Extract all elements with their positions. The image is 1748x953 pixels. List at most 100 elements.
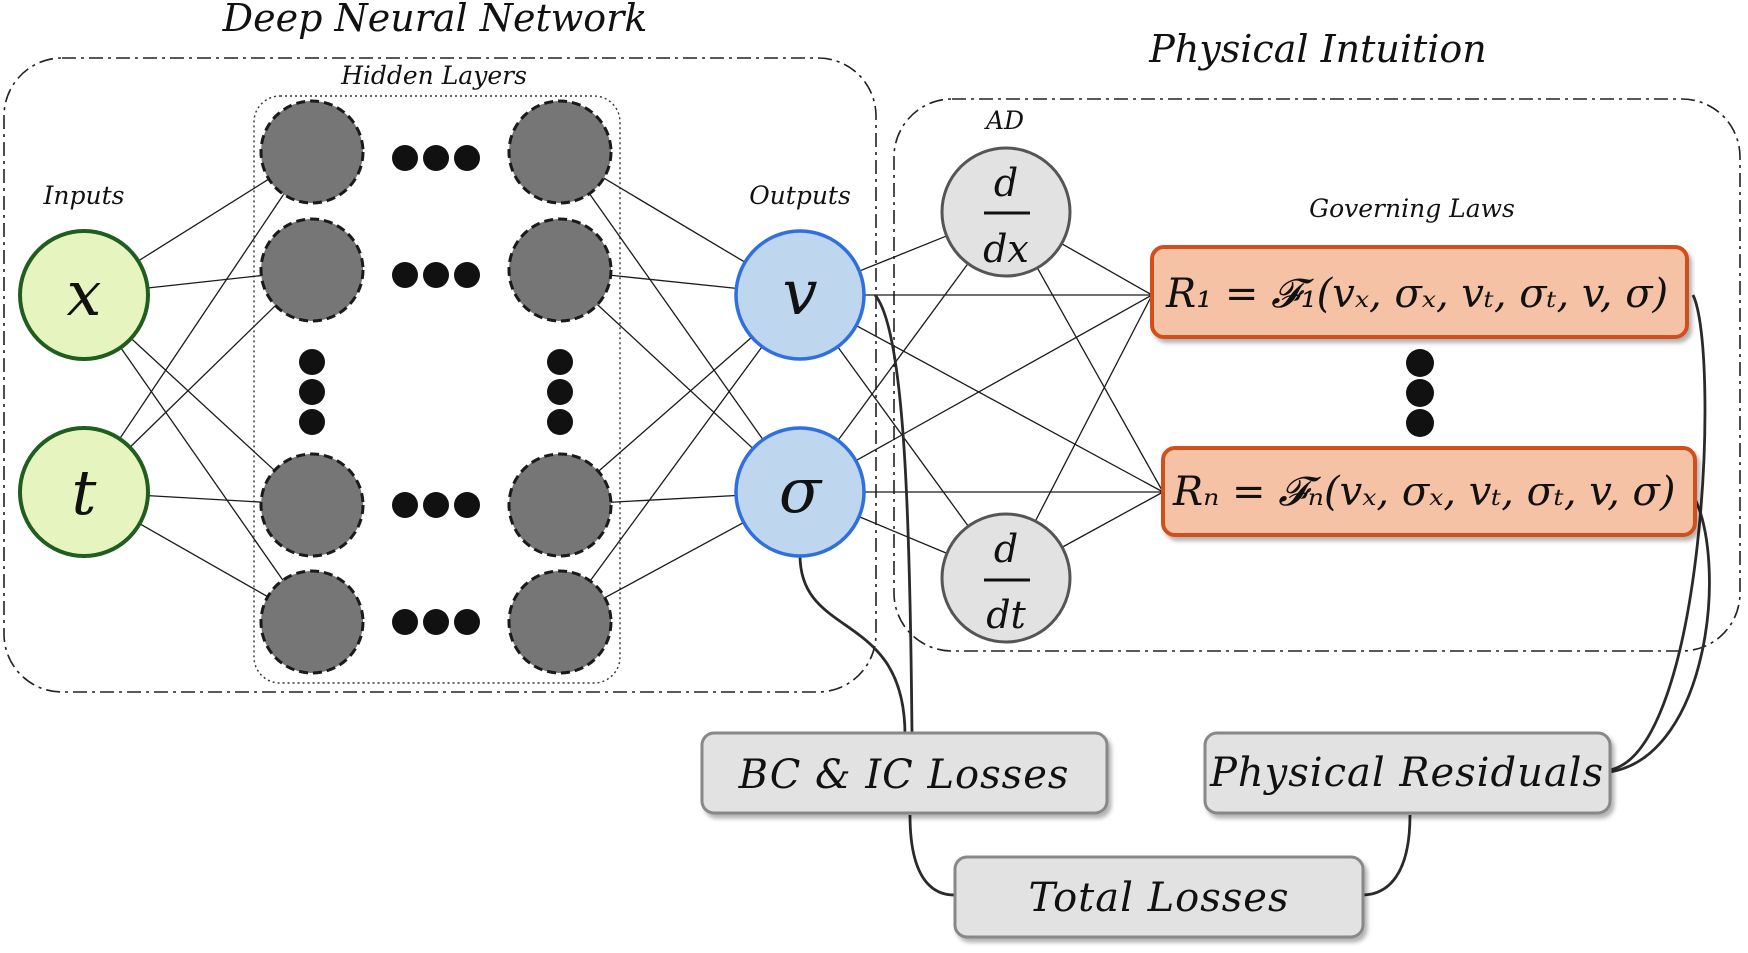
sigma-to-bcic-curve [798,554,907,736]
output-symbol-v: v [782,256,817,329]
hidden-node-l1-1 [259,99,365,205]
hidden-layers-frame [253,95,621,684]
law-box-rn-rect [1161,446,1697,537]
hidden-node-l2-1 [507,99,613,205]
ad-dx-denominator: dx [983,227,1029,271]
input-node-t-circle [18,426,150,558]
connection-input-1-hidden-0 [119,193,285,440]
connection-hidden-0-output-1 [588,193,764,441]
ad-node-dt-circle [940,512,1072,644]
law-rn-text: Rₙ = 𝓕ₙ(vₓ, σₓ, vₜ, σₜ, v, σ) [1172,469,1675,515]
input-symbol-t: t [72,456,97,529]
total-losses-box: Total Losses [953,855,1365,939]
connection-input-0-hidden-0 [137,178,270,262]
ad-label: AD [984,106,1024,135]
connection-hidden-2-output-1 [610,494,737,503]
hidden-nodes [259,99,613,675]
output-node-v-circle [734,229,866,361]
connection-input-0-hidden-1 [147,274,262,289]
dnn-frame [3,57,877,693]
physical-residuals-box: Physical Residuals [1203,731,1612,815]
output-nodes: v σ [734,229,866,558]
input-node-x-circle [18,229,150,361]
horizontal-dots-row-3 [392,492,480,518]
law-box-r1-rect [1150,245,1689,339]
horizontal-dots-row-1 [392,145,480,171]
hidden-node-l2-3 [507,452,613,558]
outputs-label: Outputs [749,181,851,210]
r1-to-residuals-curve [1609,294,1707,772]
connection-input-1-hidden-2 [147,494,262,503]
rn-to-residuals-curve [1609,494,1711,774]
input-nodes: x t [18,229,150,558]
loss-connectors [798,294,1711,897]
input-node-x: x [18,229,150,361]
connection-ad-1-law-1 [1061,491,1164,548]
law-r1-text: R₁ = 𝓕₁(vₓ, σₓ, vₜ, σₜ, v, σ) [1165,271,1668,317]
input-node-t: t [18,426,150,558]
connection-output-0-law-1 [855,324,1164,493]
connection-hidden-1-output-1 [596,304,754,450]
output-node-sigma: σ [734,426,866,558]
connection-output-1-ad-0 [837,263,969,441]
connection-hidden-2-output-0 [597,336,753,472]
ad-dt-denominator: dt [986,593,1026,637]
law-box-rn: Rₙ = 𝓕ₙ(vₓ, σₓ, vₜ, σₜ, v, σ) [1161,446,1697,537]
horizontal-dots-row-2 [392,262,480,288]
governing-law-boxes: R₁ = 𝓕₁(vₓ, σₓ, vₜ, σₜ, v, σ) Rₙ = 𝓕ₙ(vₓ… [1150,245,1697,537]
connection-hidden-1-output-0 [610,274,737,290]
hidden-node-l2-2 [507,217,613,323]
input-symbol-x: x [67,257,102,330]
connection-output-1-ad-1 [858,516,948,554]
labels: Deep Neural Network Physical Intuition H… [43,0,1515,223]
ad-node-dx: d dx [940,146,1072,278]
inputs-label: Inputs [43,181,125,210]
dnn-title: Deep Neural Network [222,0,648,40]
hidden-layers-label: Hidden Layers [340,61,527,90]
hidden-node-l1-2 [259,217,365,323]
connection-ad-0-law-1 [1036,267,1164,493]
vertical-dots-laws [1406,349,1434,437]
connection-output-1-law-0 [855,294,1153,462]
total-losses-label: Total Losses [1029,875,1290,921]
connection-ad-1-law-0 [1034,294,1153,522]
output-node-v: v [734,229,866,361]
physical-intuition-frame [893,98,1741,652]
ellipsis-dots [299,145,1434,635]
governing-laws-label: Governing Laws [1309,194,1515,223]
connection-input-1-hidden-1 [129,305,276,448]
bcic-to-total-curve [908,814,959,897]
connection-input-0-hidden-3 [120,347,284,581]
vertical-dots-layer-2 [547,349,573,435]
connection-hidden-3-output-0 [589,346,763,582]
total-losses-box-rect [953,855,1365,939]
connections [119,177,1164,599]
ad-dx-numerator: d [994,161,1018,205]
physical-residuals-box-rect [1203,731,1612,815]
bcic-loss-box-rect [700,731,1109,815]
ad-nodes: d dx d dt [940,146,1072,644]
output-node-sigma-circle [734,426,866,558]
bcic-loss-label: BC & IC Losses [738,752,1070,798]
ad-dt-numerator: d [994,527,1018,571]
v-to-bcic-curve [873,294,914,736]
connection-hidden-0-output-0 [603,177,746,263]
connection-hidden-3-output-1 [604,521,745,599]
physical-residuals-label: Physical Residuals [1209,750,1604,796]
physical-intuition-title: Physical Intuition [1148,27,1487,71]
output-symbol-sigma: σ [779,454,823,527]
connection-output-0-ad-0 [859,235,947,272]
connection-input-1-hidden-3 [139,523,269,598]
vertical-dots-layer-1 [299,349,325,435]
hidden-node-l1-4 [259,569,365,675]
ad-node-dt: d dt [940,512,1072,644]
connection-ad-0-law-0 [1061,243,1153,296]
law-box-r1: R₁ = 𝓕₁(vₓ, σₓ, vₜ, σₜ, v, σ) [1150,245,1689,339]
hidden-node-l2-4 [507,569,613,675]
bcic-loss-box: BC & IC Losses [700,731,1109,815]
hidden-node-l1-3 [259,452,365,558]
connection-input-0-hidden-2 [130,337,275,471]
loss-boxes: BC & IC Losses Physical Residuals Total … [700,731,1612,939]
horizontal-dots-row-4 [392,609,480,635]
